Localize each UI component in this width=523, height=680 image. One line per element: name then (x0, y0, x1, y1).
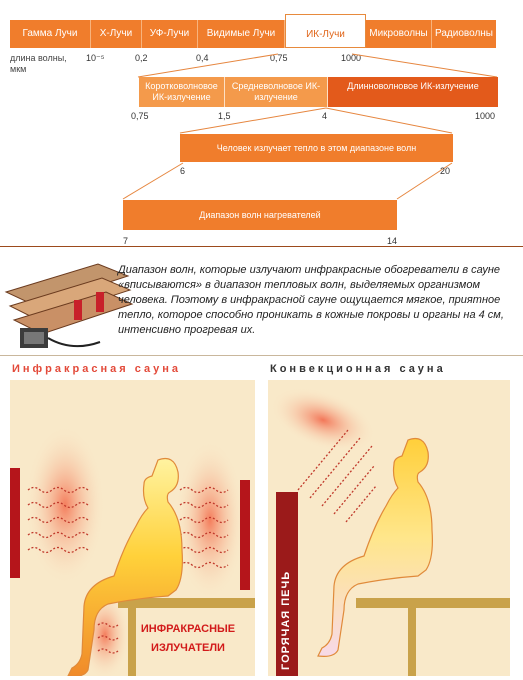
tick-5: 1000 (341, 53, 362, 63)
heater-wave-range: Диапазон волн нагревателей (123, 200, 397, 230)
heater-tick-2: 14 (387, 236, 398, 246)
ir-tick-3: 4 (322, 111, 328, 121)
band-uv: УФ-Лучи (142, 20, 198, 48)
infrared-sauna-illustration (10, 425, 255, 676)
ir-long-band: Длинноволновое ИК-излучение (327, 77, 498, 107)
band-ir: ИК-Лучи (285, 14, 366, 48)
convection-sauna-illustration (270, 387, 510, 676)
tick-4: 0,75 (270, 53, 288, 63)
ir-short-band: Коротковолновое ИК-излучение (139, 77, 224, 107)
ir-medium-band: Средневолновое ИК-излучение (224, 77, 327, 107)
ir-heaters-label-line-2: ИЗЛУЧАТЕЛИ (151, 642, 225, 654)
divider-top (0, 246, 523, 247)
convection-sauna-title: Конвекционная сауна (270, 363, 446, 375)
connector-lines (122, 53, 498, 200)
tick-1: 10⁻⁵ (86, 53, 105, 63)
infrared-sauna-panel: ИНФРАКРАСНЫЕ ИЗЛУЧАТЕЛИ (10, 380, 255, 676)
human-tick-1: 6 (180, 166, 186, 176)
divider-bottom (0, 355, 523, 356)
ir-subbands: Коротковолновое ИК-излучение Средневолно… (139, 77, 498, 107)
band-visible: Видимые Лучи (198, 20, 285, 48)
wavelength-axis-label: длина волны, мкм (10, 53, 67, 74)
heater-panels-image (4, 263, 134, 348)
band-microwave: Микроволны (366, 20, 432, 48)
human-emission-range: Человек излучает тепло в этом диапазоне … (180, 134, 453, 162)
caption-text: Диапазон волн, которые излучают инфракра… (118, 264, 504, 336)
heater-tick-1: 7 (123, 236, 129, 246)
band-gamma: Гамма Лучи (10, 20, 91, 48)
tick-3: 0,4 (196, 53, 209, 63)
infrared-sauna-title: Инфракрасная сауна (12, 363, 181, 375)
ir-tick-4: 1000 (475, 111, 496, 121)
ir-heaters-label: ИНФРАКРАСНЫЕ ИЗЛУЧАТЕЛИ (138, 620, 238, 658)
ir-tick-1: 0,75 (131, 111, 149, 121)
band-x: Х-Лучи (91, 20, 142, 48)
tick-2: 0,2 (135, 53, 148, 63)
hot-stove-label: ГОРЯЧАЯ ПЕЧЬ (280, 570, 292, 670)
convection-sauna-panel: ГОРЯЧАЯ ПЕЧЬ (268, 380, 510, 676)
ir-heaters-label-line-1: ИНФРАКРАСНЫЕ (140, 623, 236, 635)
ir-tick-2: 1,5 (218, 111, 231, 121)
spectrum-band: Гамма Лучи Х-Лучи УФ-Лучи Видимые Лучи И… (10, 14, 496, 48)
band-radio: Радиоволны (435, 28, 493, 39)
human-tick-2: 20 (440, 166, 451, 176)
